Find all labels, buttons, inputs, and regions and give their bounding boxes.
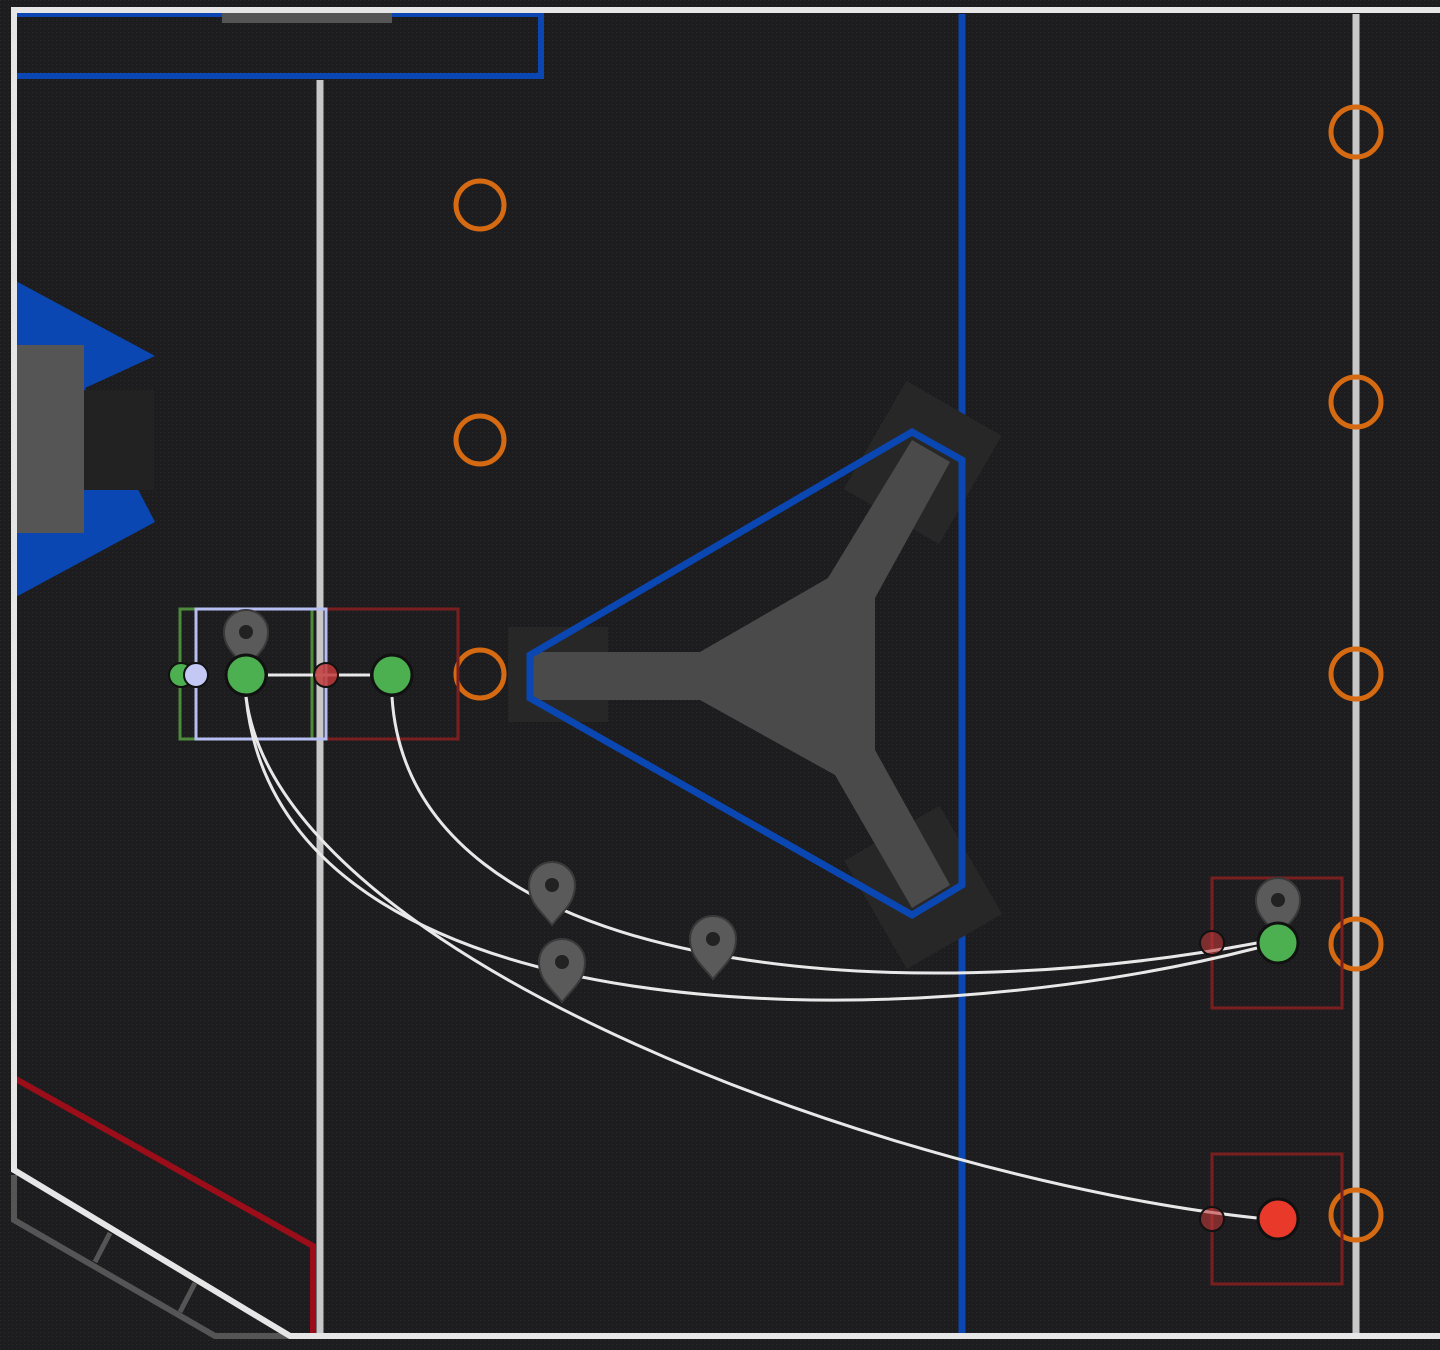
- blue-station-feeder: [14, 345, 84, 533]
- path-line[interactable]: [244, 696, 1258, 1220]
- ring-icon[interactable]: [453, 178, 507, 232]
- ring-icon[interactable]: [1328, 104, 1384, 160]
- control-point[interactable]: [313, 662, 339, 688]
- source-slat-2: [177, 1281, 198, 1314]
- start-waypoint[interactable]: [224, 653, 268, 697]
- control-point[interactable]: [1199, 1206, 1225, 1232]
- ring-icon[interactable]: [1328, 1187, 1384, 1243]
- ring-icon[interactable]: [453, 647, 507, 701]
- red-zone-bottom: [12, 1075, 316, 1336]
- map-pin-icon[interactable]: [222, 609, 270, 670]
- ring-icon[interactable]: [1328, 916, 1384, 972]
- ring-icon[interactable]: [1328, 374, 1384, 430]
- waypoints: [168, 653, 1300, 1241]
- end-waypoint[interactable]: [1256, 921, 1300, 965]
- source-slat-1: [92, 1231, 113, 1264]
- path-line[interactable]: [244, 696, 1258, 1002]
- map-pin-icon[interactable]: [688, 915, 738, 981]
- map-pin-icon[interactable]: [1254, 877, 1302, 938]
- top-barrier: [222, 12, 392, 23]
- ring-icon[interactable]: [1328, 646, 1384, 702]
- rotation-markers: [222, 609, 1302, 1004]
- end-waypoint[interactable]: [1256, 1197, 1300, 1241]
- stage-structure: [508, 380, 1003, 970]
- blue-station-shadow: [84, 390, 154, 490]
- source-trim: [11, 1175, 290, 1339]
- map-pin-icon[interactable]: [537, 938, 587, 1004]
- control-point[interactable]: [1199, 930, 1225, 956]
- control-point-selected[interactable]: [183, 662, 209, 688]
- field-wall: [11, 7, 1440, 1339]
- map-pin-icon[interactable]: [527, 861, 577, 927]
- ring-icon[interactable]: [453, 413, 507, 467]
- game-pieces: [453, 104, 1384, 1243]
- start-waypoint[interactable]: [370, 653, 414, 697]
